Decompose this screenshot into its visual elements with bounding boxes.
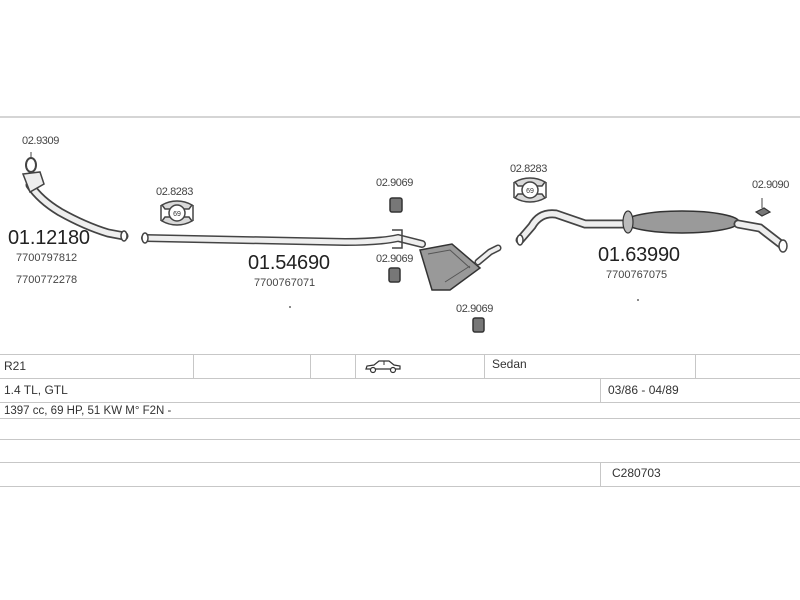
table-rule-4	[0, 418, 800, 419]
label-hanger-top: 02.9069	[376, 177, 413, 189]
hanger-mid-part	[388, 267, 401, 283]
label-hanger-low: 02.9069	[456, 303, 493, 315]
table-rule-5	[0, 439, 800, 440]
rear-silencer-oem: 7700767075	[606, 269, 668, 281]
clamp-size-label: 69	[173, 211, 181, 218]
rubber-ring-part	[25, 152, 37, 173]
vehicle-production-period: 03/86 - 04/89	[608, 383, 679, 397]
table-divider	[193, 354, 194, 378]
table-rule-7	[0, 486, 800, 487]
clamp-rear-part: 69	[513, 177, 547, 203]
hanger-top-part	[389, 197, 403, 213]
table-divider	[310, 354, 311, 378]
label-ring: 02.9309	[22, 135, 59, 147]
table-divider	[355, 354, 356, 378]
intermediate-pipe-number: 01.54690	[248, 252, 330, 274]
table-divider	[600, 462, 601, 486]
front-pipe-oem-2: 7700772278	[16, 274, 78, 286]
vehicle-model: R21	[4, 359, 27, 373]
table-rule-6	[0, 462, 800, 463]
exhaust-diagram: 69 69	[0, 116, 800, 333]
intermediate-pipe-part	[141, 229, 426, 249]
table-rule-1	[0, 354, 800, 355]
label-hanger-mid: 02.9069	[376, 253, 413, 265]
intermediate-pipe-oem: 7700767071	[254, 277, 316, 289]
front-pipe-number: 01.12180	[8, 227, 90, 249]
table-rule-2	[0, 378, 800, 379]
vehicle-body-type: Sedan	[492, 357, 527, 371]
hanger-tail-part	[754, 198, 772, 217]
table-divider	[600, 378, 601, 402]
rear-silencer-number: 01.63990	[598, 244, 680, 266]
clamp-size-label: 69	[526, 188, 534, 195]
table-divider	[484, 354, 485, 378]
clamp-front-part: 69	[160, 200, 194, 226]
front-pipe-oem-1: 7700797812	[16, 252, 78, 264]
vehicle-engine-variant: 1.4 TL, GTL	[4, 383, 68, 397]
catalog-code: C280703	[612, 466, 661, 480]
table-rule-3	[0, 402, 800, 403]
hanger-low-part	[472, 317, 485, 333]
middle-silencer-part	[419, 243, 502, 291]
label-clamp-rear: 02.8283	[510, 163, 547, 175]
sedan-car-icon	[364, 358, 402, 374]
front-pipe-part	[21, 171, 129, 242]
vehicle-engine-spec: 1397 cc, 69 HP, 51 KW M° F2N -	[4, 405, 172, 417]
table-divider	[695, 354, 696, 378]
label-hanger-tail: 02.9090	[752, 179, 789, 191]
label-clamp-front: 02.8283	[156, 186, 193, 198]
rear-silencer-part	[515, 209, 788, 253]
